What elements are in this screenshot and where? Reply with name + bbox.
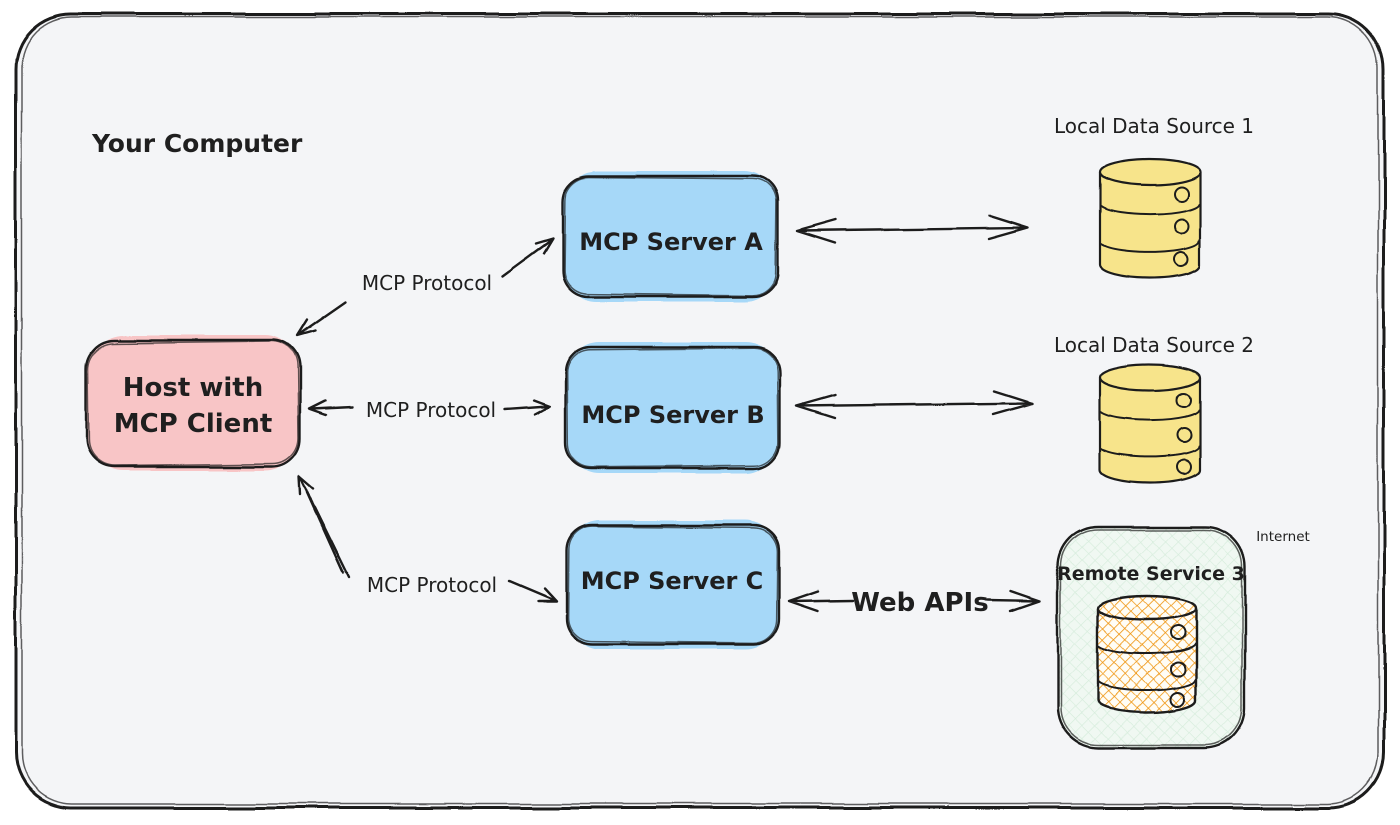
server-c-node — [564, 520, 781, 649]
protocol-a-label: MCP Protocol — [362, 271, 492, 295]
protocol-b-label: MCP Protocol — [366, 398, 496, 422]
host-label-line2: MCP Client — [114, 409, 273, 439]
database-icon-1 — [1098, 157, 1202, 280]
internet-label: Internet — [1256, 529, 1310, 545]
protocol-b-arrow — [307, 398, 551, 417]
protocol-a-arrow — [295, 237, 555, 338]
server-c-label: MCP Server C — [581, 567, 764, 595]
data-source-2-label: Local Data Source 2 — [1054, 333, 1254, 357]
host-node — [84, 335, 302, 471]
data-source-1-label: Local Data Source 1 — [1054, 114, 1254, 138]
web-apis-label: Web APIs — [851, 588, 988, 618]
your-computer-label: Your Computer — [91, 129, 303, 158]
protocol-c-arrow — [297, 475, 558, 603]
web-apis-arrow — [787, 589, 1042, 613]
database-icon-2 — [1098, 362, 1202, 485]
server-a-label: MCP Server A — [579, 228, 763, 256]
server-a-datasource-arrow — [795, 214, 1030, 245]
server-b-label: MCP Server B — [581, 401, 764, 429]
server-b-node — [563, 342, 782, 473]
remote-database-icon — [1096, 594, 1198, 714]
host-label-line1: Host with — [123, 373, 263, 403]
protocol-c-label: MCP Protocol — [367, 573, 497, 597]
server-b-datasource-arrow — [795, 389, 1034, 420]
server-a-node — [561, 171, 780, 302]
remote-service-label: Remote Service 3 — [1057, 563, 1245, 585]
